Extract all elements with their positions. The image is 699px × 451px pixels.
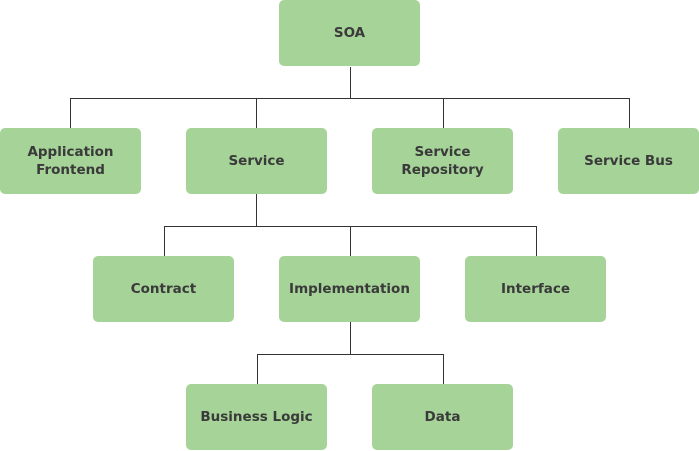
connector-implementation (257, 322, 444, 384)
node-service-repository: Service Repository (372, 128, 513, 194)
node-service-bus: Service Bus (558, 128, 699, 194)
node-interface: Interface (465, 256, 606, 322)
node-contract: Contract (93, 256, 234, 322)
connector-service (164, 194, 537, 256)
node-data: Data (372, 384, 513, 450)
node-application-frontend: Application Frontend (0, 128, 141, 194)
node-service: Service (186, 128, 327, 194)
connector-soa (70, 67, 630, 128)
node-implementation: Implementation (279, 256, 420, 322)
node-business-logic: Business Logic (186, 384, 327, 450)
node-soa: SOA (279, 0, 420, 66)
